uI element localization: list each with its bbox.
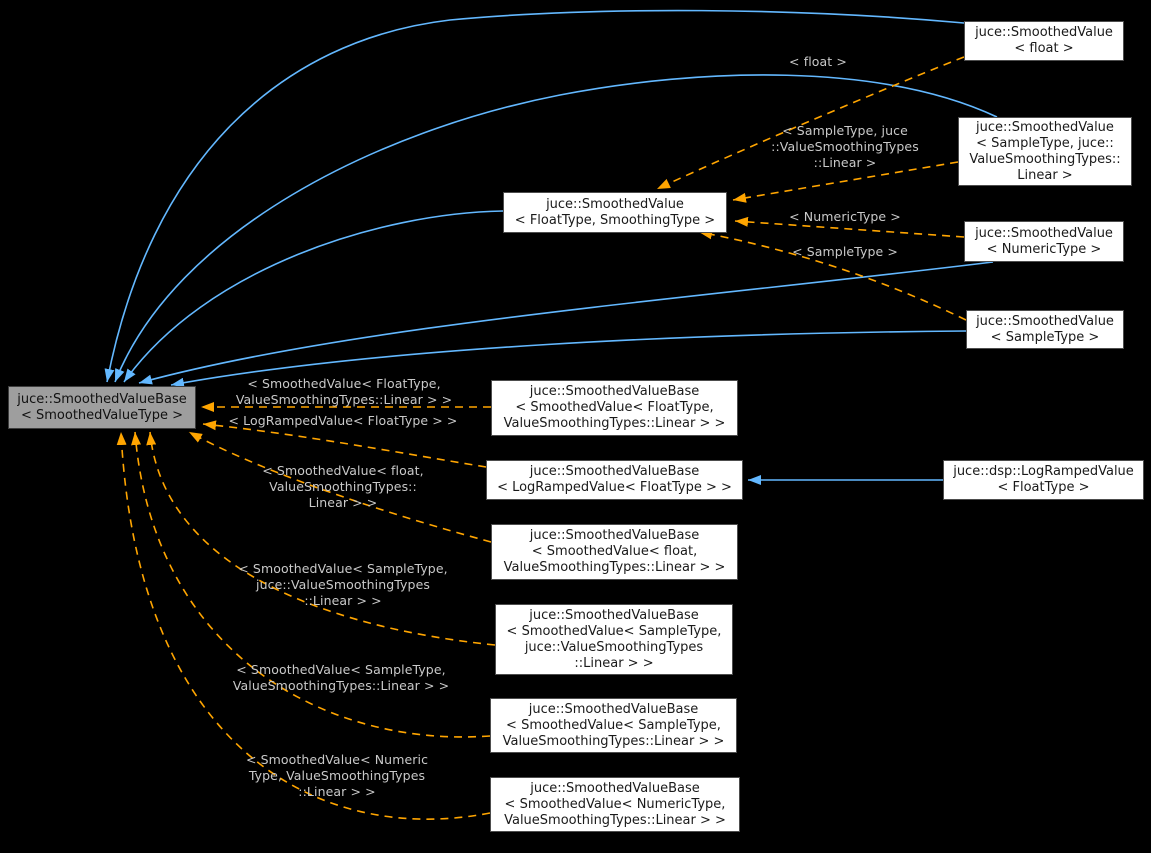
template-edge-sv-sampletype-juce-linear bbox=[146, 431, 496, 646]
node-smoothedvalue-sampletype[interactable]: juce::SmoothedValue < SampleType > bbox=[966, 310, 1124, 349]
edge-label-sampletype: < SampleType > bbox=[792, 244, 898, 259]
edge-label-sv-sampletype-linear: < SmoothedValue< SampleType, ValueSmooth… bbox=[232, 662, 450, 693]
node-smoothedvaluebase-main[interactable]: juce::SmoothedValueBase < SmoothedValueT… bbox=[8, 386, 196, 429]
node-dsp-logrampedvalue[interactable]: juce::dsp::LogRampedValue < FloatType > bbox=[943, 460, 1144, 500]
node-smoothedvalue-float[interactable]: juce::SmoothedValue < float > bbox=[964, 21, 1124, 61]
node-base-sampletype-juce-linear[interactable]: juce::SmoothedValueBase < SmoothedValue<… bbox=[495, 604, 733, 675]
node-smoothedvalue-numerictype[interactable]: juce::SmoothedValue < NumericType > bbox=[964, 221, 1124, 262]
template-edge-sv-sampletype-linear bbox=[131, 431, 491, 738]
edge-label-sv-floattype-linear: < SmoothedValue< FloatType, ValueSmoothi… bbox=[235, 376, 453, 407]
edge-label-sv-sampletype-juce-linear: < SmoothedValue< SampleType, juce::Value… bbox=[238, 561, 448, 608]
node-base-numerictype-linear[interactable]: juce::SmoothedValueBase < SmoothedValue<… bbox=[490, 777, 740, 832]
node-base-float-linear[interactable]: juce::SmoothedValueBase < SmoothedValue<… bbox=[491, 524, 738, 580]
edge-label-numerictype: < NumericType > bbox=[789, 209, 901, 224]
node-smoothedvalue-template[interactable]: juce::SmoothedValue < FloatType, Smoothi… bbox=[503, 192, 727, 233]
edge-label-sampletype-juce-linear: < SampleType, juce ::ValueSmoothingTypes… bbox=[771, 123, 919, 170]
node-base-floattype-linear[interactable]: juce::SmoothedValueBase < SmoothedValue<… bbox=[491, 380, 738, 436]
edge-label-float: < float > bbox=[789, 54, 847, 69]
edge-label-logrampedvalue-floattype: < LogRampedValue< FloatType > > bbox=[228, 413, 458, 428]
inheritance-edge-float bbox=[104, 9, 965, 383]
template-edge-sampletype-juce-linear bbox=[732, 161, 959, 203]
template-edge-sv-float-linear bbox=[188, 431, 492, 543]
template-edge-sv-numerictype-linear bbox=[116, 431, 491, 820]
edge-label-sv-numerictype-linear: < SmoothedValue< Numeric Type, ValueSmoo… bbox=[245, 752, 429, 799]
template-edge-numerictype bbox=[734, 216, 965, 238]
node-base-sampletype-linear[interactable]: juce::SmoothedValueBase < SmoothedValue<… bbox=[490, 698, 737, 753]
node-base-logramped[interactable]: juce::SmoothedValueBase < LogRampedValue… bbox=[486, 460, 743, 500]
edge-label-sv-float-linear: < SmoothedValue< float, ValueSmoothingTy… bbox=[262, 463, 424, 510]
inheritance-edge-numerictype bbox=[138, 261, 994, 385]
node-smoothedvalue-sampletype-juce-linear[interactable]: juce::SmoothedValue < SampleType, juce::… bbox=[958, 117, 1132, 186]
inheritance-edge-floattype-smoothingtype bbox=[123, 210, 504, 383]
template-edge-logrampedvalue-floattype bbox=[202, 420, 487, 468]
inheritance-edge-sampletype bbox=[170, 330, 967, 388]
inheritance-edge-sampletype-juce-linear bbox=[114, 74, 998, 383]
template-edge-float bbox=[656, 56, 965, 190]
template-edge-sampletype bbox=[698, 229, 967, 321]
